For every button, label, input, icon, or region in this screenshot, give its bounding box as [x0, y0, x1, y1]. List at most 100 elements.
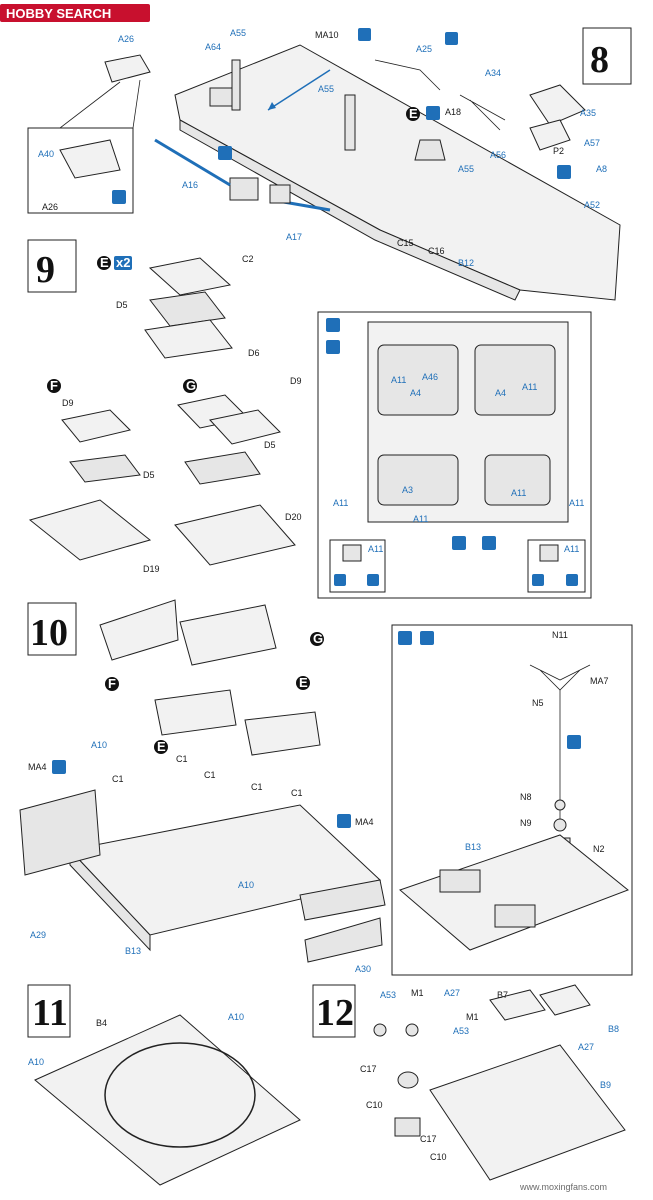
marker-e-icon [97, 256, 111, 270]
part-a55-right [344, 94, 356, 151]
label-a53: A53 [380, 990, 396, 1000]
part-e-hatch-1 [154, 689, 237, 736]
label-n11: N11 [552, 630, 568, 640]
part-b7 [489, 989, 546, 1021]
hull-b13-ant [399, 834, 629, 951]
part-g-hatch [179, 604, 277, 666]
label-a4-1: A4 [410, 388, 421, 398]
part-f-hatch [99, 599, 179, 661]
step-10-number: 10 [30, 612, 68, 654]
label-c10: C10 [366, 1100, 383, 1110]
label-a17: A17 [286, 232, 302, 242]
step-12-number: 12 [316, 992, 354, 1034]
hull-rear-edge [179, 119, 521, 301]
x2-badge [114, 256, 132, 270]
step-12-box [312, 984, 356, 1038]
part-c2 [148, 257, 232, 296]
part-d9-g2 [209, 409, 281, 445]
label-c16: C16 [428, 246, 445, 256]
label-a40: A40 [38, 149, 54, 159]
step-10-box [27, 602, 77, 656]
part-ma7 [529, 664, 591, 691]
part-a34 [459, 94, 506, 131]
label-a27: A27 [444, 988, 460, 998]
label-c1-b: C1 [176, 754, 188, 764]
label-b13-ant: B13 [465, 842, 481, 852]
hatch-ant-1 [439, 869, 481, 893]
part-a35 [529, 84, 586, 126]
part-d9-f [61, 409, 131, 443]
label-n2: N2 [593, 844, 605, 854]
cement-icon-10b [337, 814, 351, 828]
label-ma10: MA10 [315, 30, 339, 40]
part-a25 [374, 59, 441, 91]
marker-x2: x2 [116, 255, 130, 270]
label-a26: A26 [118, 34, 134, 44]
label-n9: N9 [520, 818, 532, 828]
label-c1-c: C1 [204, 770, 216, 780]
label-a11-6: A11 [413, 514, 428, 524]
label-ma7: MA7 [590, 676, 609, 686]
label-c1-e: C1 [291, 788, 303, 798]
inset-detail-box [317, 311, 592, 599]
label-b12: B12 [458, 258, 474, 268]
label-d9-g: D9 [290, 376, 302, 386]
step-11-box [27, 984, 71, 1038]
window-bottom-right [484, 454, 551, 506]
part-a16-box [229, 177, 259, 201]
label-a11-4: A11 [511, 488, 526, 498]
drill-icon-2 [445, 32, 458, 45]
label-m1-2: M1 [466, 1012, 479, 1022]
label-a55: A55 [230, 28, 246, 38]
step-9-box [27, 239, 77, 293]
marker-f-icon-10 [105, 677, 119, 691]
label-ma4-right: MA4 [355, 817, 374, 827]
cable-a16 [154, 138, 231, 187]
label-b9: B9 [600, 1080, 611, 1090]
marker-g-10: G [313, 631, 323, 646]
step-11: 11 B4 A10 A10 [27, 984, 301, 1186]
label-d5-f: D5 [143, 470, 155, 480]
label-c1-d: C1 [251, 782, 263, 792]
label-a27-2: A27 [578, 1042, 594, 1052]
watermark: www.moxingfans.com [519, 1182, 607, 1192]
part-a40 [59, 139, 121, 179]
part-d5-f [69, 454, 141, 483]
part-a53 [373, 1023, 387, 1037]
part-d5 [149, 291, 226, 327]
label-d19: D19 [143, 564, 160, 574]
marker-e-icon [406, 107, 420, 121]
inset-sub-left [329, 539, 386, 593]
decal-icon-sub [367, 574, 379, 586]
step-10: 10 F G E E A10 MA4 C1 C1 C1 C1 C1 A10 MA… [19, 599, 386, 974]
cement-icon-ant [420, 631, 434, 645]
label-a3: A3 [402, 485, 413, 495]
label-d20: D20 [285, 512, 302, 522]
label-a35: A35 [580, 108, 596, 118]
marker-f-10: F [108, 676, 116, 691]
step-8-number: 8 [590, 39, 609, 81]
label-a55-2: A55 [318, 84, 334, 94]
paint-icon-ant [398, 631, 412, 645]
marker-f-icon [47, 379, 61, 393]
cement-icon-10 [52, 760, 66, 774]
marker-e-10b: E [299, 675, 308, 690]
label-n8: N8 [520, 792, 532, 802]
label-b4: B4 [96, 1018, 107, 1028]
part-a11-detail [342, 544, 362, 562]
inset-hatch-detail: A11 A4 A46 A4 A11 A3 A11 A11 A11 A11 A11… [317, 311, 592, 599]
antenna-box [391, 624, 633, 976]
part-a11-detail-2 [539, 544, 559, 562]
label-a10-11a: A10 [228, 1012, 244, 1022]
label-a57: A57 [584, 138, 600, 148]
paint-icon [358, 28, 371, 41]
marker-g-icon-10 [310, 632, 324, 646]
part-a18 [414, 139, 446, 161]
part-a30 [304, 917, 383, 963]
label-m1: M1 [411, 988, 424, 998]
part-d20 [174, 504, 296, 566]
label-a64: A64 [205, 42, 221, 52]
label-a25: A25 [416, 44, 432, 54]
part-m1 [405, 1023, 419, 1037]
